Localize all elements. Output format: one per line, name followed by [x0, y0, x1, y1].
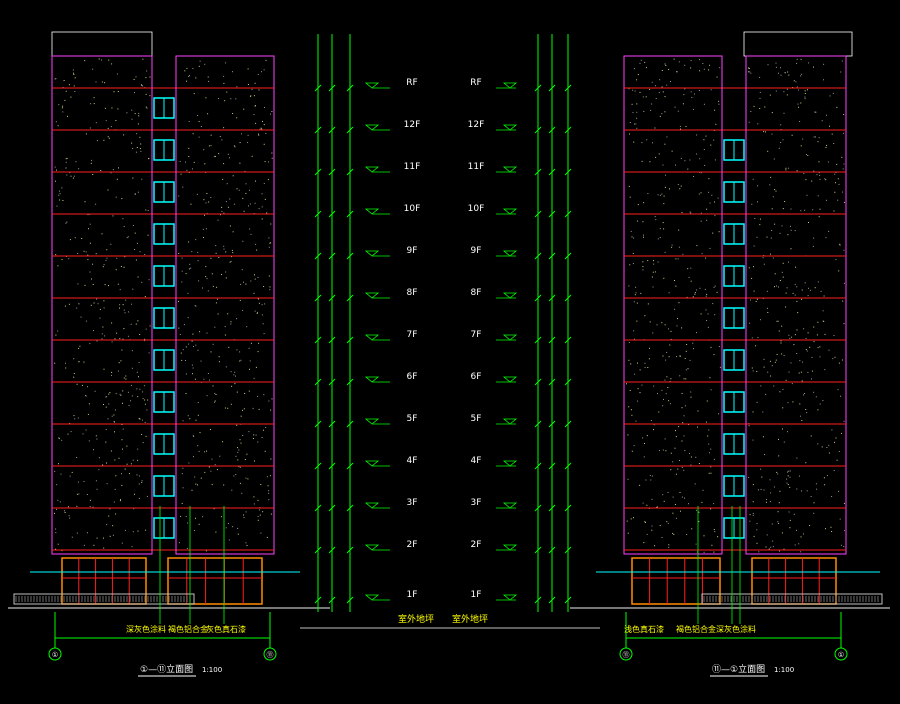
facade-block: [175, 55, 275, 555]
left-material-2: 褐色铝合金: [168, 624, 208, 634]
right-material-3: 深灰色涂料: [716, 624, 756, 634]
floor-label: 2F: [407, 540, 418, 550]
level-marker: [502, 594, 518, 601]
floor-label: 5F: [407, 414, 418, 424]
level-marker: [502, 82, 518, 89]
floor-labels-left: RF 12F 11F 10F 9F 8F 7F 6F 5F 4F 3F 2F 1F: [404, 78, 421, 600]
level-marker: [364, 166, 380, 173]
floor-label: 4F: [471, 456, 482, 466]
level-marker: [502, 166, 518, 173]
level-marker: [502, 460, 518, 467]
floor-label: 9F: [407, 246, 418, 256]
right-material-1: 浅色真石漆: [624, 624, 664, 634]
floor-label: 10F: [468, 204, 485, 214]
level-marker: [364, 208, 380, 215]
level-marker: [364, 544, 380, 551]
right-drawing-title: ⑪—①立面图 1:100: [710, 663, 794, 677]
floor-label: 3F: [471, 498, 482, 508]
drawing-geometry: [8, 31, 890, 648]
floor-label: 1F: [407, 590, 418, 600]
vertical-dimensions: [314, 34, 572, 612]
svg-text:⑪—①立面图: ⑪—①立面图: [712, 663, 765, 675]
level-marker: [364, 376, 380, 383]
plinth-hatch: [15, 596, 191, 602]
svg-text:1:100: 1:100: [202, 666, 222, 674]
level-marker: [364, 594, 380, 601]
storefront: [631, 557, 837, 605]
facade-block: [745, 55, 847, 555]
level-marker: [502, 334, 518, 341]
level-marker: [502, 502, 518, 509]
facade-block: [623, 55, 723, 555]
floor-label: 2F: [471, 540, 482, 550]
floor-label: 12F: [468, 120, 485, 130]
level-marker: [502, 250, 518, 257]
floor-label: 11F: [404, 162, 421, 172]
building-left: [8, 31, 330, 648]
level-marker: [364, 334, 380, 341]
roof-annex: [743, 31, 853, 57]
level-marker: [364, 124, 380, 131]
level-marker: [364, 418, 380, 425]
level-marker: [502, 376, 518, 383]
axis-bubble-left-end: ⑪: [263, 647, 277, 661]
plinth-hatch: [703, 596, 879, 602]
floor-label: 7F: [407, 330, 418, 340]
floor-label: RF: [406, 78, 417, 88]
level-marker: [502, 544, 518, 551]
ground-plinth: [701, 593, 883, 605]
level-marker: [502, 124, 518, 131]
floor-label: 12F: [404, 120, 421, 130]
ground-label-left: 室外地坪: [398, 613, 434, 625]
floor-labels-right: RF 12F 11F 10F 9F 8F 7F 6F 5F 4F 3F 2F 1F: [468, 78, 485, 600]
axis-bubble-right-start: ⑪: [619, 647, 633, 661]
floor-label: 6F: [407, 372, 418, 382]
floor-label: 1F: [471, 590, 482, 600]
level-marker: [364, 250, 380, 257]
level-marker: [364, 502, 380, 509]
left-material-3: 灰色真石漆: [206, 624, 246, 634]
floor-label: 8F: [471, 288, 482, 298]
level-marker: [364, 82, 380, 89]
floor-label: 6F: [471, 372, 482, 382]
ground-label-right: 室外地坪: [452, 613, 488, 625]
level-marker: [364, 292, 380, 299]
axis-bubble-right-end: ①: [834, 647, 848, 661]
roof-annex: [51, 31, 153, 57]
level-marker: [364, 460, 380, 467]
level-marker: [502, 418, 518, 425]
stair-windows: [151, 56, 177, 554]
floor-label: 8F: [407, 288, 418, 298]
svg-text:①: ①: [52, 651, 58, 659]
floor-label: 4F: [407, 456, 418, 466]
axis-bubble-left-start: ①: [48, 647, 62, 661]
floor-label: 10F: [404, 204, 421, 214]
storefront: [61, 557, 263, 605]
right-material-2: 褐色铝合金: [676, 624, 716, 634]
level-marker: [502, 208, 518, 215]
building-right: [570, 31, 890, 648]
floor-label: 9F: [471, 246, 482, 256]
floor-label: 3F: [407, 498, 418, 508]
svg-text:⑪: ⑪: [267, 651, 274, 659]
level-marker: [502, 292, 518, 299]
svg-text:⑪: ⑪: [623, 651, 630, 659]
svg-text:①: ①: [838, 651, 844, 659]
floor-label: RF: [470, 78, 481, 88]
floor-label: 7F: [471, 330, 482, 340]
ground-plinth: [13, 593, 195, 605]
facade-block: [51, 55, 153, 555]
svg-text:①—⑪立面图: ①—⑪立面图: [140, 663, 193, 675]
floor-label: 11F: [468, 162, 485, 172]
svg-text:1:100: 1:100: [774, 666, 794, 674]
stair-windows: [721, 56, 747, 554]
left-drawing-title: ①—⑪立面图 1:100: [138, 663, 222, 677]
left-material-1: 深灰色涂料: [126, 624, 166, 634]
floor-label: 5F: [471, 414, 482, 424]
